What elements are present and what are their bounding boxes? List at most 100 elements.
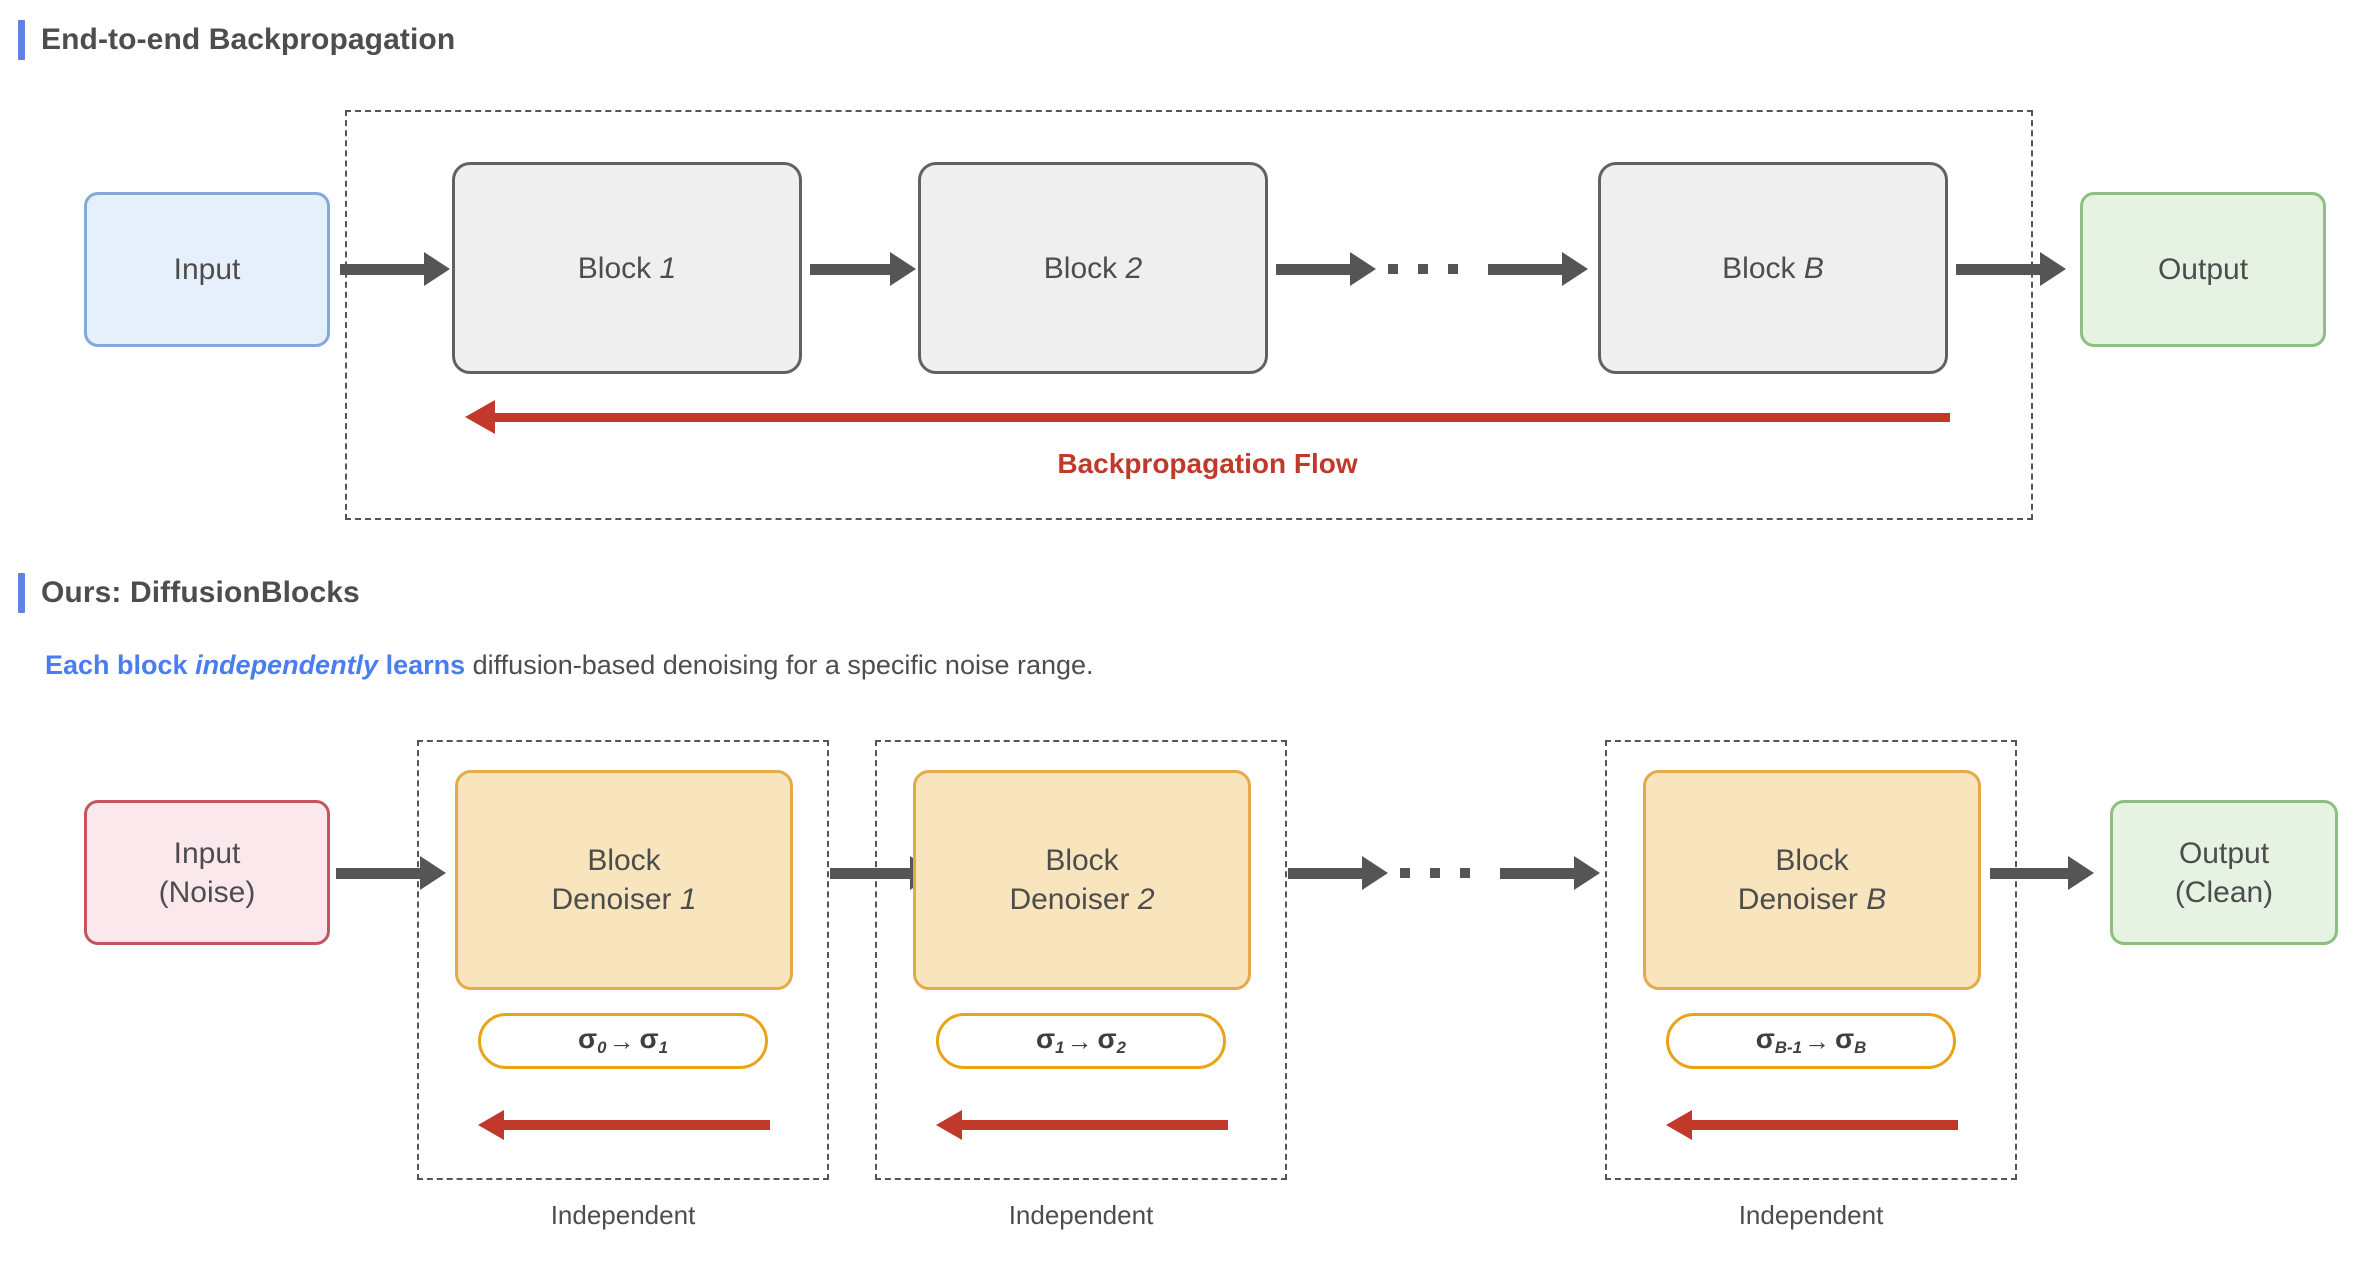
denoiser-node-2-line2: Denoiser 2: [1009, 883, 1155, 916]
sigma-from-b: σB-1: [1755, 1023, 1802, 1058]
arrow-denoiserb-to-output: [1990, 856, 2094, 890]
sigma-range-pill-1: σ0→σ1: [478, 1013, 768, 1069]
ellipsis-dot-icon: [1400, 868, 1410, 878]
block-node-b[interactable]: Block B: [1598, 162, 1948, 374]
denoiser-node-2[interactable]: Block Denoiser 2: [913, 770, 1251, 990]
arrow-shaft: [495, 412, 1950, 422]
arrow-head-icon: [1574, 856, 1600, 890]
arrow-input-to-block1: [340, 252, 450, 286]
sigma-arrow-icon: →: [608, 1025, 635, 1056]
arrow-block1-to-block2: [810, 252, 916, 286]
denoiser-node-b[interactable]: Block Denoiser B: [1643, 770, 1981, 990]
arrow-head-icon: [465, 400, 495, 434]
ours-subtitle: Each block independently learns diffusio…: [45, 650, 1094, 681]
arrow-head-icon: [2040, 252, 2066, 286]
ellipsis-top: [1388, 264, 1458, 274]
arrow-shaft: [504, 1120, 770, 1130]
arrow-shaft: [1276, 263, 1350, 275]
input-node-top-label: Input: [173, 253, 241, 286]
ellipsis-dot-icon: [1430, 868, 1440, 878]
denoiser-node-1-line2: Denoiser 1: [551, 883, 697, 916]
sigma-to-b: σB: [1834, 1023, 1867, 1058]
output-node-top[interactable]: Output: [2080, 192, 2326, 347]
subtitle-plain: diffusion-based denoising for a specific…: [465, 650, 1094, 680]
arrow-denoiser2-to-ellipsis: [1288, 856, 1388, 890]
section-heading-ours: Ours: DiffusionBlocks: [18, 573, 360, 613]
input-node-top[interactable]: Input: [84, 192, 330, 347]
sigma-range-pill-b: σB-1→σB: [1666, 1013, 1956, 1069]
backprop-flow-arrow: [465, 400, 1950, 434]
arrow-shaft: [830, 867, 910, 879]
independent-container-2: [875, 740, 1287, 1180]
arrow-head-icon: [420, 856, 446, 890]
sigma-range-pill-2: σ1→σ2: [936, 1013, 1226, 1069]
subtitle-bold-2: learns: [378, 650, 466, 680]
independent-label-2: Independent: [1008, 1200, 1154, 1230]
section-heading-end-to-end: End-to-end Backpropagation: [18, 20, 455, 60]
arrow-head-icon: [1362, 856, 1388, 890]
arrow-head-icon: [424, 252, 450, 286]
arrow-shaft: [336, 867, 420, 879]
arrow-head-icon: [1350, 252, 1376, 286]
section-title-bottom: Ours: DiffusionBlocks: [41, 576, 360, 609]
arrow-shaft: [1990, 867, 2068, 879]
arrow-head-icon: [936, 1110, 962, 1140]
arrow-shaft: [1692, 1120, 1958, 1130]
local-backprop-arrow-2: [936, 1110, 1228, 1140]
end-to-end-container: [345, 110, 2033, 520]
arrow-block2-to-ellipsis: [1276, 252, 1376, 286]
ellipsis-bottom: [1400, 868, 1470, 878]
section-title-top: End-to-end Backpropagation: [41, 23, 456, 56]
independent-container-b: [1605, 740, 2017, 1180]
arrow-head-icon: [478, 1110, 504, 1140]
input-node-noise-line1: Input: [173, 836, 241, 870]
independent-label-b: Independent: [1738, 1200, 1884, 1230]
arrow-shaft: [1956, 263, 2040, 275]
denoiser-node-b-line1: Block: [1775, 844, 1849, 877]
denoiser-node-b-line2: Denoiser B: [1737, 883, 1887, 916]
ellipsis-dot-icon: [1448, 264, 1458, 274]
arrow-blockb-to-output: [1956, 252, 2066, 286]
ellipsis-dot-icon: [1418, 264, 1428, 274]
sigma-from-1: σ0: [578, 1023, 607, 1058]
accent-bar-icon: [18, 573, 25, 613]
arrow-shaft: [1500, 867, 1574, 879]
local-backprop-arrow-1: [478, 1110, 770, 1140]
independent-container-1: [417, 740, 829, 1180]
denoiser-node-1[interactable]: Block Denoiser 1: [455, 770, 793, 990]
ellipsis-dot-icon: [1460, 868, 1470, 878]
subtitle-bold-1: Each block: [45, 650, 196, 680]
arrow-shaft: [810, 263, 890, 275]
denoiser-node-2-line1: Block: [1045, 844, 1119, 877]
arrow-head-icon: [890, 252, 916, 286]
arrow-head-icon: [2068, 856, 2094, 890]
output-node-top-label: Output: [2157, 253, 2249, 286]
backprop-flow-label: Backpropagation Flow: [1057, 448, 1358, 479]
block-node-b-label: Block B: [1722, 251, 1824, 285]
output-node-clean-line1: Output: [2178, 836, 2270, 870]
arrow-ellipsis-to-denoiserb: [1500, 856, 1600, 890]
independent-label-1: Independent: [550, 1200, 696, 1230]
sigma-to-2: σ2: [1097, 1023, 1127, 1058]
arrow-input-to-denoiser1: [336, 856, 446, 890]
input-node-noise-line2: (Noise): [158, 875, 256, 909]
arrow-shaft: [962, 1120, 1228, 1130]
arrow-ellipsis-to-blockb: [1488, 252, 1588, 286]
block-node-1[interactable]: Block 1: [452, 162, 802, 374]
sigma-arrow-icon: →: [1066, 1025, 1093, 1056]
arrow-shaft: [340, 263, 424, 275]
local-backprop-arrow-b: [1666, 1110, 1958, 1140]
denoiser-node-1-line1: Block: [587, 844, 661, 877]
sigma-to-1: σ1: [639, 1023, 669, 1058]
block-node-2-label: Block 2: [1043, 251, 1143, 285]
ellipsis-dot-icon: [1388, 264, 1398, 274]
output-node-clean[interactable]: Output (Clean): [2110, 800, 2338, 945]
subtitle-bold-italic: independently: [195, 650, 379, 680]
arrow-shaft: [1288, 867, 1362, 879]
input-node-noise[interactable]: Input (Noise): [84, 800, 330, 945]
arrow-shaft: [1488, 263, 1562, 275]
block-node-2[interactable]: Block 2: [918, 162, 1268, 374]
sigma-arrow-icon: →: [1803, 1025, 1830, 1056]
arrow-head-icon: [1666, 1110, 1692, 1140]
